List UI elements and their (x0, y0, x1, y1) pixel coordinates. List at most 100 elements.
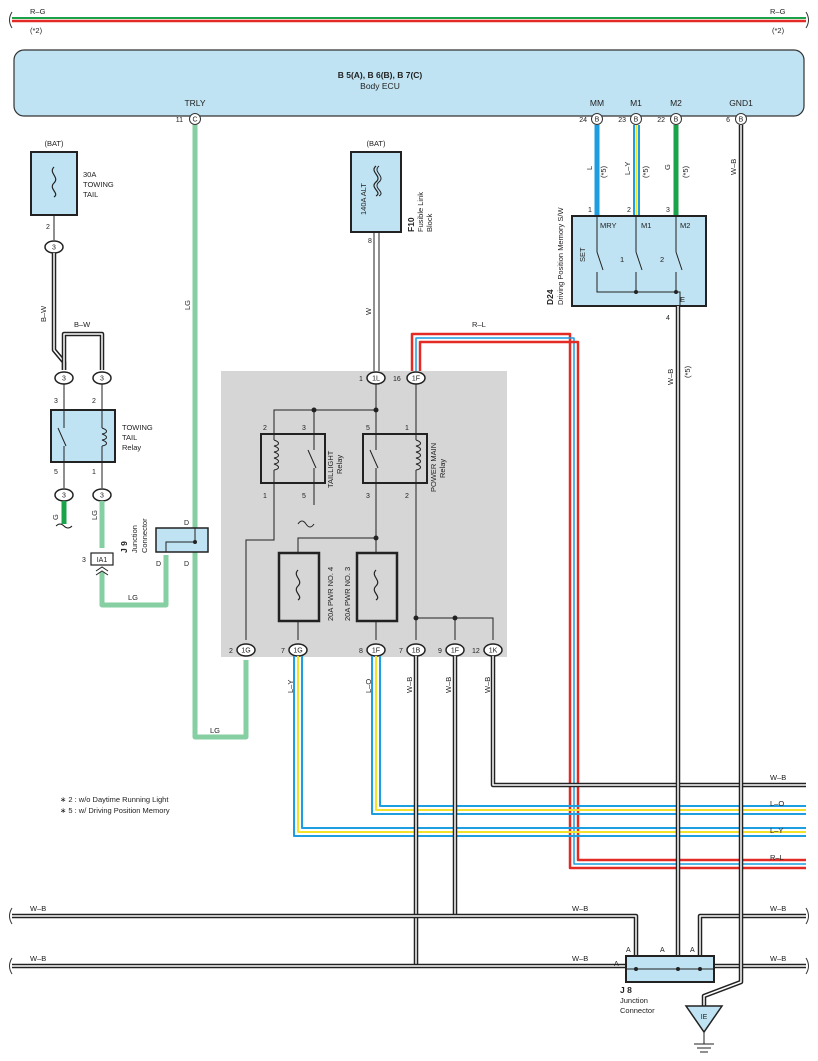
svg-text:Junction: Junction (620, 996, 648, 1005)
svg-text:(*5): (*5) (641, 165, 650, 178)
svg-text:4: 4 (666, 315, 670, 322)
body-ecu-title: B 5(A), B 6(B), B 7(C) (338, 70, 423, 80)
svg-text:3: 3 (52, 245, 56, 252)
wb-label-gnd1: W–B (729, 159, 738, 175)
note-5: ∗ 5 : w/ Driving Position Memory (60, 806, 170, 815)
svg-text:J 9: J 9 (119, 541, 129, 553)
bottom-label-2: W–B (30, 954, 46, 963)
rl-wire (410, 332, 806, 870)
svg-text:8: 8 (359, 648, 363, 655)
svg-text:M2: M2 (680, 221, 690, 230)
j9-junction-connector: D D D J 9 Junction Connector (119, 518, 209, 568)
svg-text:3: 3 (100, 493, 104, 500)
top-wire-left-note: (*2) (30, 26, 43, 35)
svg-text:Block: Block (425, 213, 434, 232)
svg-text:16: 16 (393, 376, 401, 383)
svg-text:3: 3 (666, 207, 670, 214)
svg-text:3: 3 (366, 493, 370, 500)
bw-label-horizontal: B–W (74, 320, 91, 329)
svg-text:30A: 30A (83, 170, 96, 179)
fuse-pwr-no4: 20A PWR NO. 4 (277, 551, 335, 623)
svg-text:1B: 1B (412, 648, 421, 655)
svg-text:1F: 1F (412, 376, 420, 383)
ecu-terminal-m1: M1 23 B (618, 98, 642, 125)
wb-label-right-2: W–B (770, 904, 786, 913)
svg-text:2: 2 (627, 207, 631, 214)
svg-text:TAIL: TAIL (83, 190, 98, 199)
body-ecu-name: Body ECU (360, 81, 400, 91)
svg-text:MRY: MRY (600, 221, 617, 230)
svg-text:B: B (739, 117, 744, 124)
jb-output-12-1k: 12 1K (472, 643, 503, 657)
svg-text:5: 5 (302, 493, 306, 500)
top-rg-wire: R–G R–G (*2) (*2) (9, 7, 809, 35)
svg-text:B: B (674, 117, 679, 124)
svg-text:2: 2 (660, 255, 664, 264)
svg-text:A: A (660, 947, 665, 954)
svg-text:3: 3 (54, 398, 58, 405)
svg-text:TAILLIGHT: TAILLIGHT (326, 450, 335, 488)
bottom-label-4: W–B (572, 954, 588, 963)
svg-text:6: 6 (726, 117, 730, 124)
note-2: ∗ 2 : w/o Daytime Running Light (60, 795, 169, 804)
ia1-connector: IA1 3 (82, 501, 114, 576)
lg-label-j9: LG (128, 593, 138, 602)
rl-label-right: R–L (770, 853, 784, 862)
svg-text:IE: IE (701, 1014, 708, 1021)
svg-text:W–B: W–B (444, 677, 453, 693)
svg-text:SET: SET (578, 247, 587, 262)
svg-text:3: 3 (62, 376, 66, 383)
jb-internal-wiring (245, 384, 494, 640)
towing-tail-fuse: (BAT) 30A TOWING TAIL 2 3 (30, 139, 114, 254)
ecu-terminal-m2: M2 22 B (657, 98, 682, 125)
svg-text:(BAT): (BAT) (44, 139, 64, 148)
bottom-label-3: W–B (572, 904, 588, 913)
power-main-relay: 5 1 3 2 POWER MAIN Relay (362, 425, 447, 500)
svg-text:2: 2 (263, 425, 267, 432)
svg-text:2: 2 (92, 398, 96, 405)
svg-text:1K: 1K (489, 648, 498, 655)
svg-text:3: 3 (302, 425, 306, 432)
svg-text:2: 2 (405, 493, 409, 500)
svg-text:M2: M2 (670, 98, 682, 108)
top-wire-right-label: R–G (770, 7, 786, 16)
svg-text:D: D (184, 520, 189, 527)
ly-wire (293, 656, 806, 837)
ly-wire-m1: L–Y (*5) (623, 125, 650, 216)
svg-text:(*5): (*5) (681, 165, 690, 178)
svg-text:C: C (192, 117, 197, 124)
svg-text:D24: D24 (545, 289, 555, 305)
fusible-link-140a: (BAT) 140A ALT F10 Fusible Link Block 8 … (350, 139, 434, 371)
svg-text:W: W (364, 307, 373, 315)
svg-text:W–B: W–B (666, 369, 675, 385)
wb-label-right-3: W–B (770, 954, 786, 963)
bw-label-vertical: B–W (39, 305, 48, 322)
svg-text:1: 1 (263, 493, 267, 500)
svg-text:D: D (184, 561, 189, 568)
svg-text:Relay: Relay (438, 459, 447, 478)
lg-label-bottom: LG (210, 726, 220, 735)
ground-ie: IE (684, 1005, 724, 1053)
svg-text:D: D (156, 561, 161, 568)
svg-text:F10: F10 (406, 217, 416, 232)
svg-text:2: 2 (229, 648, 233, 655)
lg-label-relay: LG (90, 510, 99, 520)
svg-text:Junction: Junction (130, 525, 139, 553)
svg-text:J 8: J 8 (620, 985, 632, 995)
svg-text:1L: 1L (372, 376, 380, 383)
svg-text:MM: MM (590, 98, 604, 108)
ly-label-vertical: L–Y (286, 680, 295, 693)
svg-text:Driving Position Memory S/W: Driving Position Memory S/W (556, 207, 565, 305)
svg-text:5: 5 (366, 425, 370, 432)
svg-text:1: 1 (620, 255, 624, 264)
lo-label-right: L–O (770, 799, 784, 808)
driving-position-memory-switch: 1 2 3 MRY M1 M2 SET 1 2 E 4 D24 Driving … (545, 207, 707, 322)
notes: ∗ 2 : w/o Daytime Running Light ∗ 5 : w/… (60, 795, 170, 815)
g-wire-stub: G (51, 501, 73, 529)
svg-text:Relay: Relay (335, 455, 344, 474)
bottom-label-1: W–B (30, 904, 46, 913)
svg-text:1F: 1F (372, 648, 380, 655)
svg-text:E: E (680, 295, 685, 304)
svg-text:TAIL: TAIL (122, 433, 137, 442)
